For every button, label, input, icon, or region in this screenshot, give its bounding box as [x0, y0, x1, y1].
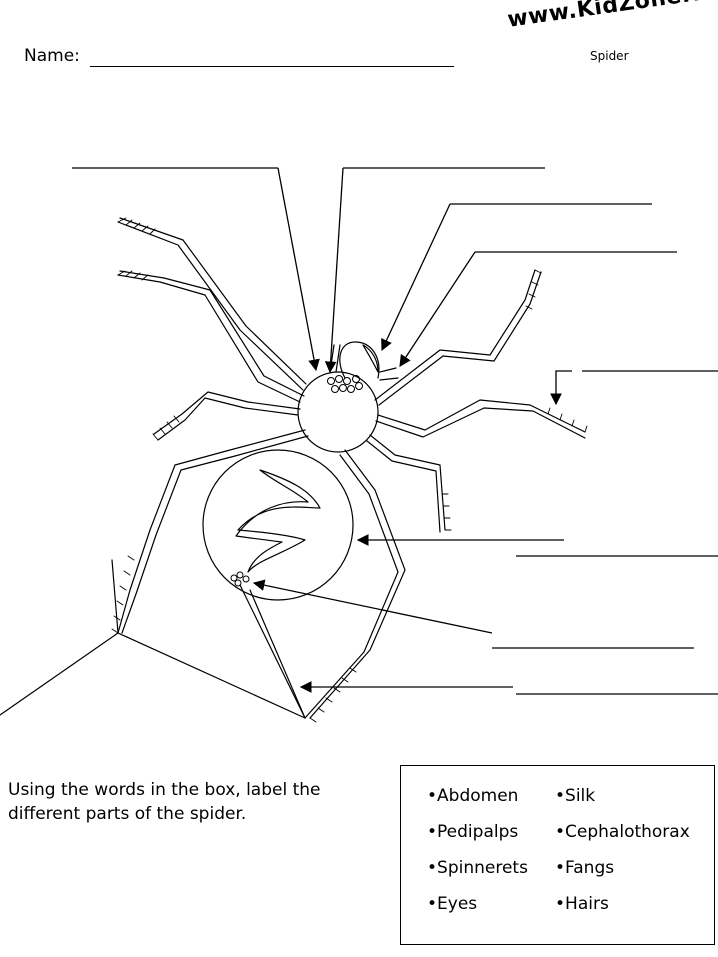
arrow-pedipalps	[381, 203, 451, 352]
word-bank-item: •Cephalothorax	[555, 822, 690, 842]
spinnerets	[230, 571, 250, 587]
word-bank-item: •Pedipalps	[427, 822, 519, 842]
arrow-fangs	[399, 251, 476, 367]
cephalothorax	[297, 371, 379, 453]
worksheet-subtitle: Spider	[590, 49, 629, 63]
arrow-spinnerets	[252, 579, 493, 634]
word-bank-item: •Eyes	[427, 894, 478, 914]
arrow-hairs	[550, 370, 572, 406]
silk-thread	[239, 584, 306, 719]
word-bank-item: •Silk	[555, 786, 596, 806]
word-bank-item: •Fangs	[555, 858, 615, 878]
word-bank-item: •Abdomen	[427, 786, 519, 806]
spider-diagram	[0, 167, 718, 723]
instructions-text: Using the words in the box, label the di…	[8, 780, 321, 824]
arrow-cephalothorax	[277, 167, 320, 372]
abdomen	[202, 449, 354, 601]
eyes	[327, 375, 363, 393]
web-threads	[0, 559, 306, 719]
name-label: Name:	[24, 46, 80, 66]
word-bank-item: •Spinnerets	[427, 858, 528, 878]
spider-legs	[117, 217, 586, 719]
word-bank-item: •Hairs	[555, 894, 609, 914]
arrow-eyes	[324, 167, 344, 374]
name-field-line[interactable]	[90, 66, 454, 67]
pedipalps	[339, 341, 380, 379]
word-bank-box: •Abdomen •Silk •Pedipalps •Cephalothorax…	[400, 765, 715, 945]
abdomen-marking	[235, 469, 321, 573]
leg-hairs	[111, 217, 588, 723]
